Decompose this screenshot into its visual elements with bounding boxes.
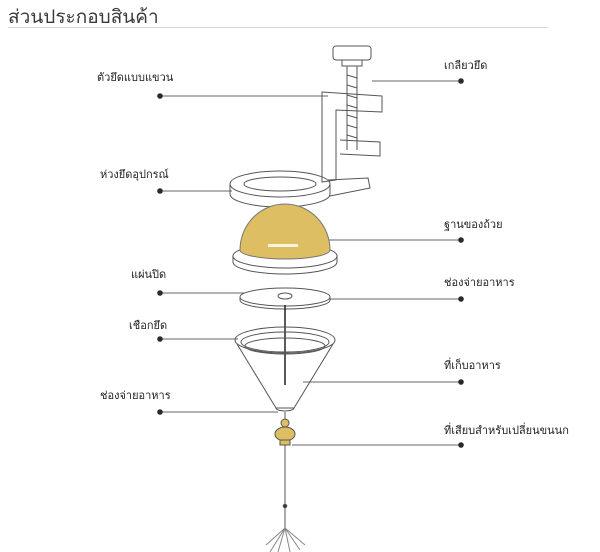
title-divider: [8, 27, 548, 28]
feather-socket: [274, 412, 296, 530]
label-cup-base: ฐานของถ้วย: [444, 218, 503, 231]
cup-base: [232, 203, 338, 275]
hanging-clamp: [321, 91, 383, 183]
leader-lines: [160, 80, 461, 446]
label-food-outlet-right: ช่องจ่ายอาหาร: [444, 276, 515, 289]
leader-dots: [157, 78, 464, 448]
clamp-screw: [332, 45, 372, 150]
mounting-ring: [229, 170, 371, 208]
page-title: ส่วนประกอบสินค้า: [8, 6, 159, 28]
label-food-storage: ที่เก็บอาหาร: [444, 359, 501, 372]
label-hanging-clamp: ตัวยึดแบบแขวน: [97, 71, 174, 84]
label-mounting-ring: ห่วงยึดอุปกรณ์: [100, 168, 169, 181]
label-food-outlet-left: ช่องจ่ายอาหาร: [100, 389, 171, 402]
label-clamp-screw: เกลียวยึด: [444, 59, 488, 72]
food-storage-cone: [234, 305, 336, 412]
label-feather-socket: ที่เสียบสำหรับเปลี่ยนขนนก: [444, 424, 569, 437]
label-fixing-string: เชือกยึด: [129, 319, 168, 332]
label-cover-plate: แผ่นปิด: [131, 268, 167, 281]
feather-tassel: [265, 527, 306, 552]
